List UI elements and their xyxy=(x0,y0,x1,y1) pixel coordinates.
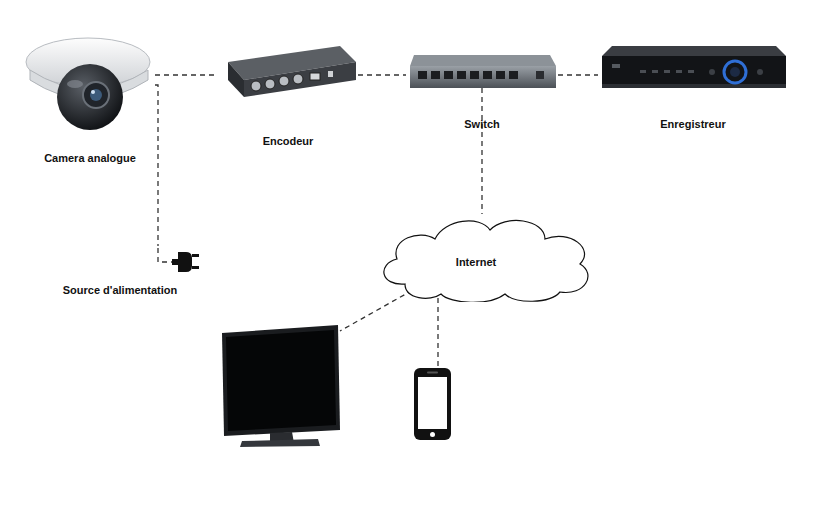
camera-icon xyxy=(26,38,150,130)
monitor-icon xyxy=(222,325,340,447)
power-plug-icon xyxy=(158,248,199,272)
cloud-shape xyxy=(384,220,588,302)
device-label: Source d'alimentation xyxy=(63,283,177,298)
device-node: Encodeur xyxy=(218,43,358,149)
device-node: Camera analogue xyxy=(25,38,155,166)
client-wire xyxy=(437,298,438,366)
cloud-node: Internet xyxy=(375,214,597,302)
device-label: Switch xyxy=(464,117,499,132)
dashed-connector xyxy=(155,85,158,246)
device-node: Switch xyxy=(406,46,558,132)
device-label: Enregistreur xyxy=(660,117,725,132)
device-label: Camera analogue xyxy=(44,151,136,166)
recorder-icon xyxy=(602,46,786,88)
switch-icon xyxy=(410,55,556,88)
device-label: Internet xyxy=(456,247,516,269)
phone-icon xyxy=(414,368,451,440)
device-node: Source d'alimentation xyxy=(40,246,200,298)
dashed-connector xyxy=(358,74,406,75)
dashed-connector xyxy=(558,74,598,75)
device-node: Enregistreur xyxy=(598,42,788,132)
dashed-connector xyxy=(481,132,482,214)
dashed-connector xyxy=(155,74,218,75)
encoder-icon xyxy=(228,46,356,97)
device-label: Encodeur xyxy=(263,134,314,149)
